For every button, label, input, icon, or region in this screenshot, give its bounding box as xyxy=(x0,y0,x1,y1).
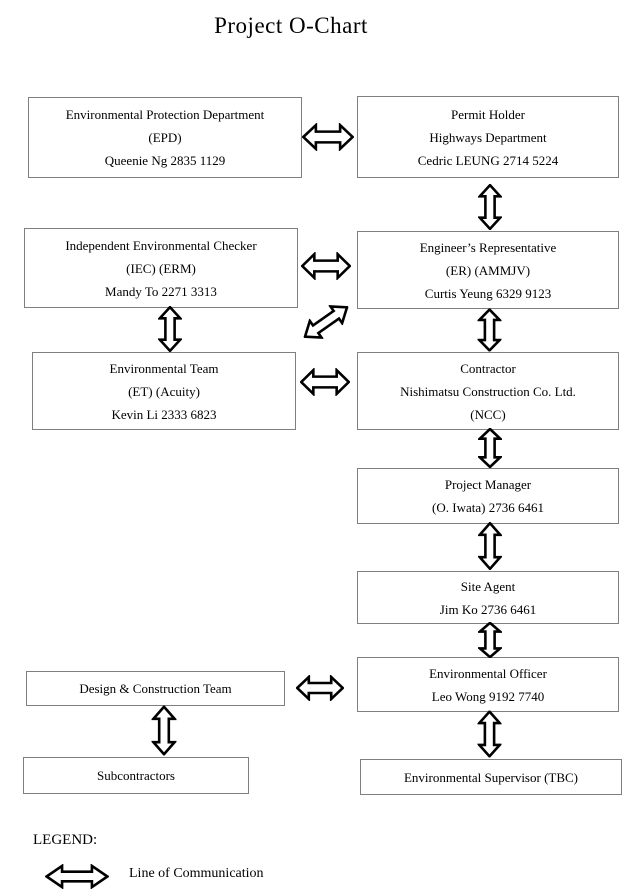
org-box-project-manager-line2: (O. Iwata) 2736 6461 xyxy=(432,500,544,515)
line-of-communication-arrow-pm-siteagent xyxy=(478,522,502,570)
line-of-communication-arrow-epd-permit xyxy=(302,123,354,151)
org-box-contractor-line3: (NCC) xyxy=(470,406,506,422)
org-box-permit-holder-line3: Cedric LEUNG 2714 5224 xyxy=(417,152,559,168)
org-box-epd-line2: (EPD) xyxy=(148,130,182,145)
org-box-subcontractors: Subcontractors xyxy=(23,757,249,794)
org-box-environmental-supervisor-line1: Environmental Supervisor (TBC) xyxy=(403,769,579,785)
org-box-project-manager: Project Manager (O. Iwata) 2736 6461 xyxy=(357,468,619,524)
org-box-environmental-officer: Environmental Officer Leo Wong 9192 7740 xyxy=(357,657,619,712)
org-box-project-manager-line1: Project Manager xyxy=(444,477,532,492)
org-box-er: Engineer’s Representative (ER) (AMMJV) C… xyxy=(357,231,619,309)
org-box-epd-line3: Queenie Ng 2835 1129 xyxy=(104,153,226,168)
line-of-communication-arrow-contractor-pm xyxy=(478,428,502,468)
line-of-communication-arrow-siteagent-envofficer xyxy=(478,622,502,658)
org-box-er-line1: Engineer’s Representative xyxy=(419,239,557,255)
org-box-contractor-line1: Contractor xyxy=(460,360,516,376)
org-box-epd: Environmental Protection Department (EPD… xyxy=(28,97,302,178)
org-box-permit-holder-line1: Permit Holder xyxy=(450,106,525,122)
line-of-communication-arrow-envofficer-envsupervisor xyxy=(478,710,502,758)
org-box-contractor-line2: Nishimatsu Construction Co. Ltd. xyxy=(400,383,576,399)
org-box-et-line1: Environmental Team xyxy=(109,360,219,376)
org-box-environmental-officer-line2: Leo Wong 9192 7740 xyxy=(431,688,545,704)
line-of-communication-arrow-diagonal xyxy=(297,297,355,348)
line-of-communication-arrow-permit-er xyxy=(478,184,502,230)
org-box-et-line3: Kevin Li 2333 6823 xyxy=(111,406,217,422)
org-box-permit-holder-line2: Highways Department xyxy=(429,129,547,145)
org-box-design-construction-line1: Design & Construction Team xyxy=(79,681,232,696)
line-of-communication-arrow-design-subcontractors xyxy=(152,705,177,756)
org-box-subcontractors-line1: Subcontractors xyxy=(97,768,175,783)
page-title: Project O-Chart xyxy=(214,13,368,38)
org-box-et: Environmental Team (ET) (Acuity) Kevin L… xyxy=(32,352,296,430)
org-box-site-agent-line1: Site Agent xyxy=(460,578,516,594)
org-box-environmental-supervisor: Environmental Supervisor (TBC) xyxy=(360,759,622,795)
org-box-permit-holder: Permit Holder Highways Department Cedric… xyxy=(357,96,619,178)
org-box-environmental-officer-line1: Environmental Officer xyxy=(429,665,547,681)
line-of-communication-arrow-iec-er xyxy=(301,252,351,280)
legend-title: LEGEND: xyxy=(33,832,98,848)
org-box-et-line2: (ET) (Acuity) xyxy=(128,383,200,399)
org-box-iec-line1: Independent Environmental Checker xyxy=(65,237,257,253)
line-of-communication-arrow-iec-et xyxy=(158,306,182,352)
org-box-design-construction: Design & Construction Team xyxy=(26,671,285,706)
org-box-er-line3: Curtis Yeung 6329 9123 xyxy=(424,285,552,301)
line-of-communication-arrow-et-contractor xyxy=(300,368,350,396)
org-box-site-agent-line2: Jim Ko 2736 6461 xyxy=(439,601,537,617)
line-of-communication-arrow-design-envofficer xyxy=(296,675,344,701)
org-box-iec-line2: (IEC) (ERM) xyxy=(126,260,196,276)
org-box-contractor: Contractor Nishimatsu Construction Co. L… xyxy=(357,352,619,430)
line-of-communication-arrow-er-contractor xyxy=(478,308,502,352)
org-box-epd-line1: Environmental Protection Department xyxy=(65,107,265,122)
org-box-er-line2: (ER) (AMMJV) xyxy=(445,262,531,278)
org-box-site-agent: Site Agent Jim Ko 2736 6461 xyxy=(357,571,619,624)
org-box-iec-line3: Mandy To 2271 3313 xyxy=(105,283,217,299)
legend-line-of-communication-arrow xyxy=(45,864,109,889)
org-box-iec: Independent Environmental Checker (IEC) … xyxy=(24,228,298,308)
legend-line-of-communication-label: Line of Communication xyxy=(129,866,264,881)
